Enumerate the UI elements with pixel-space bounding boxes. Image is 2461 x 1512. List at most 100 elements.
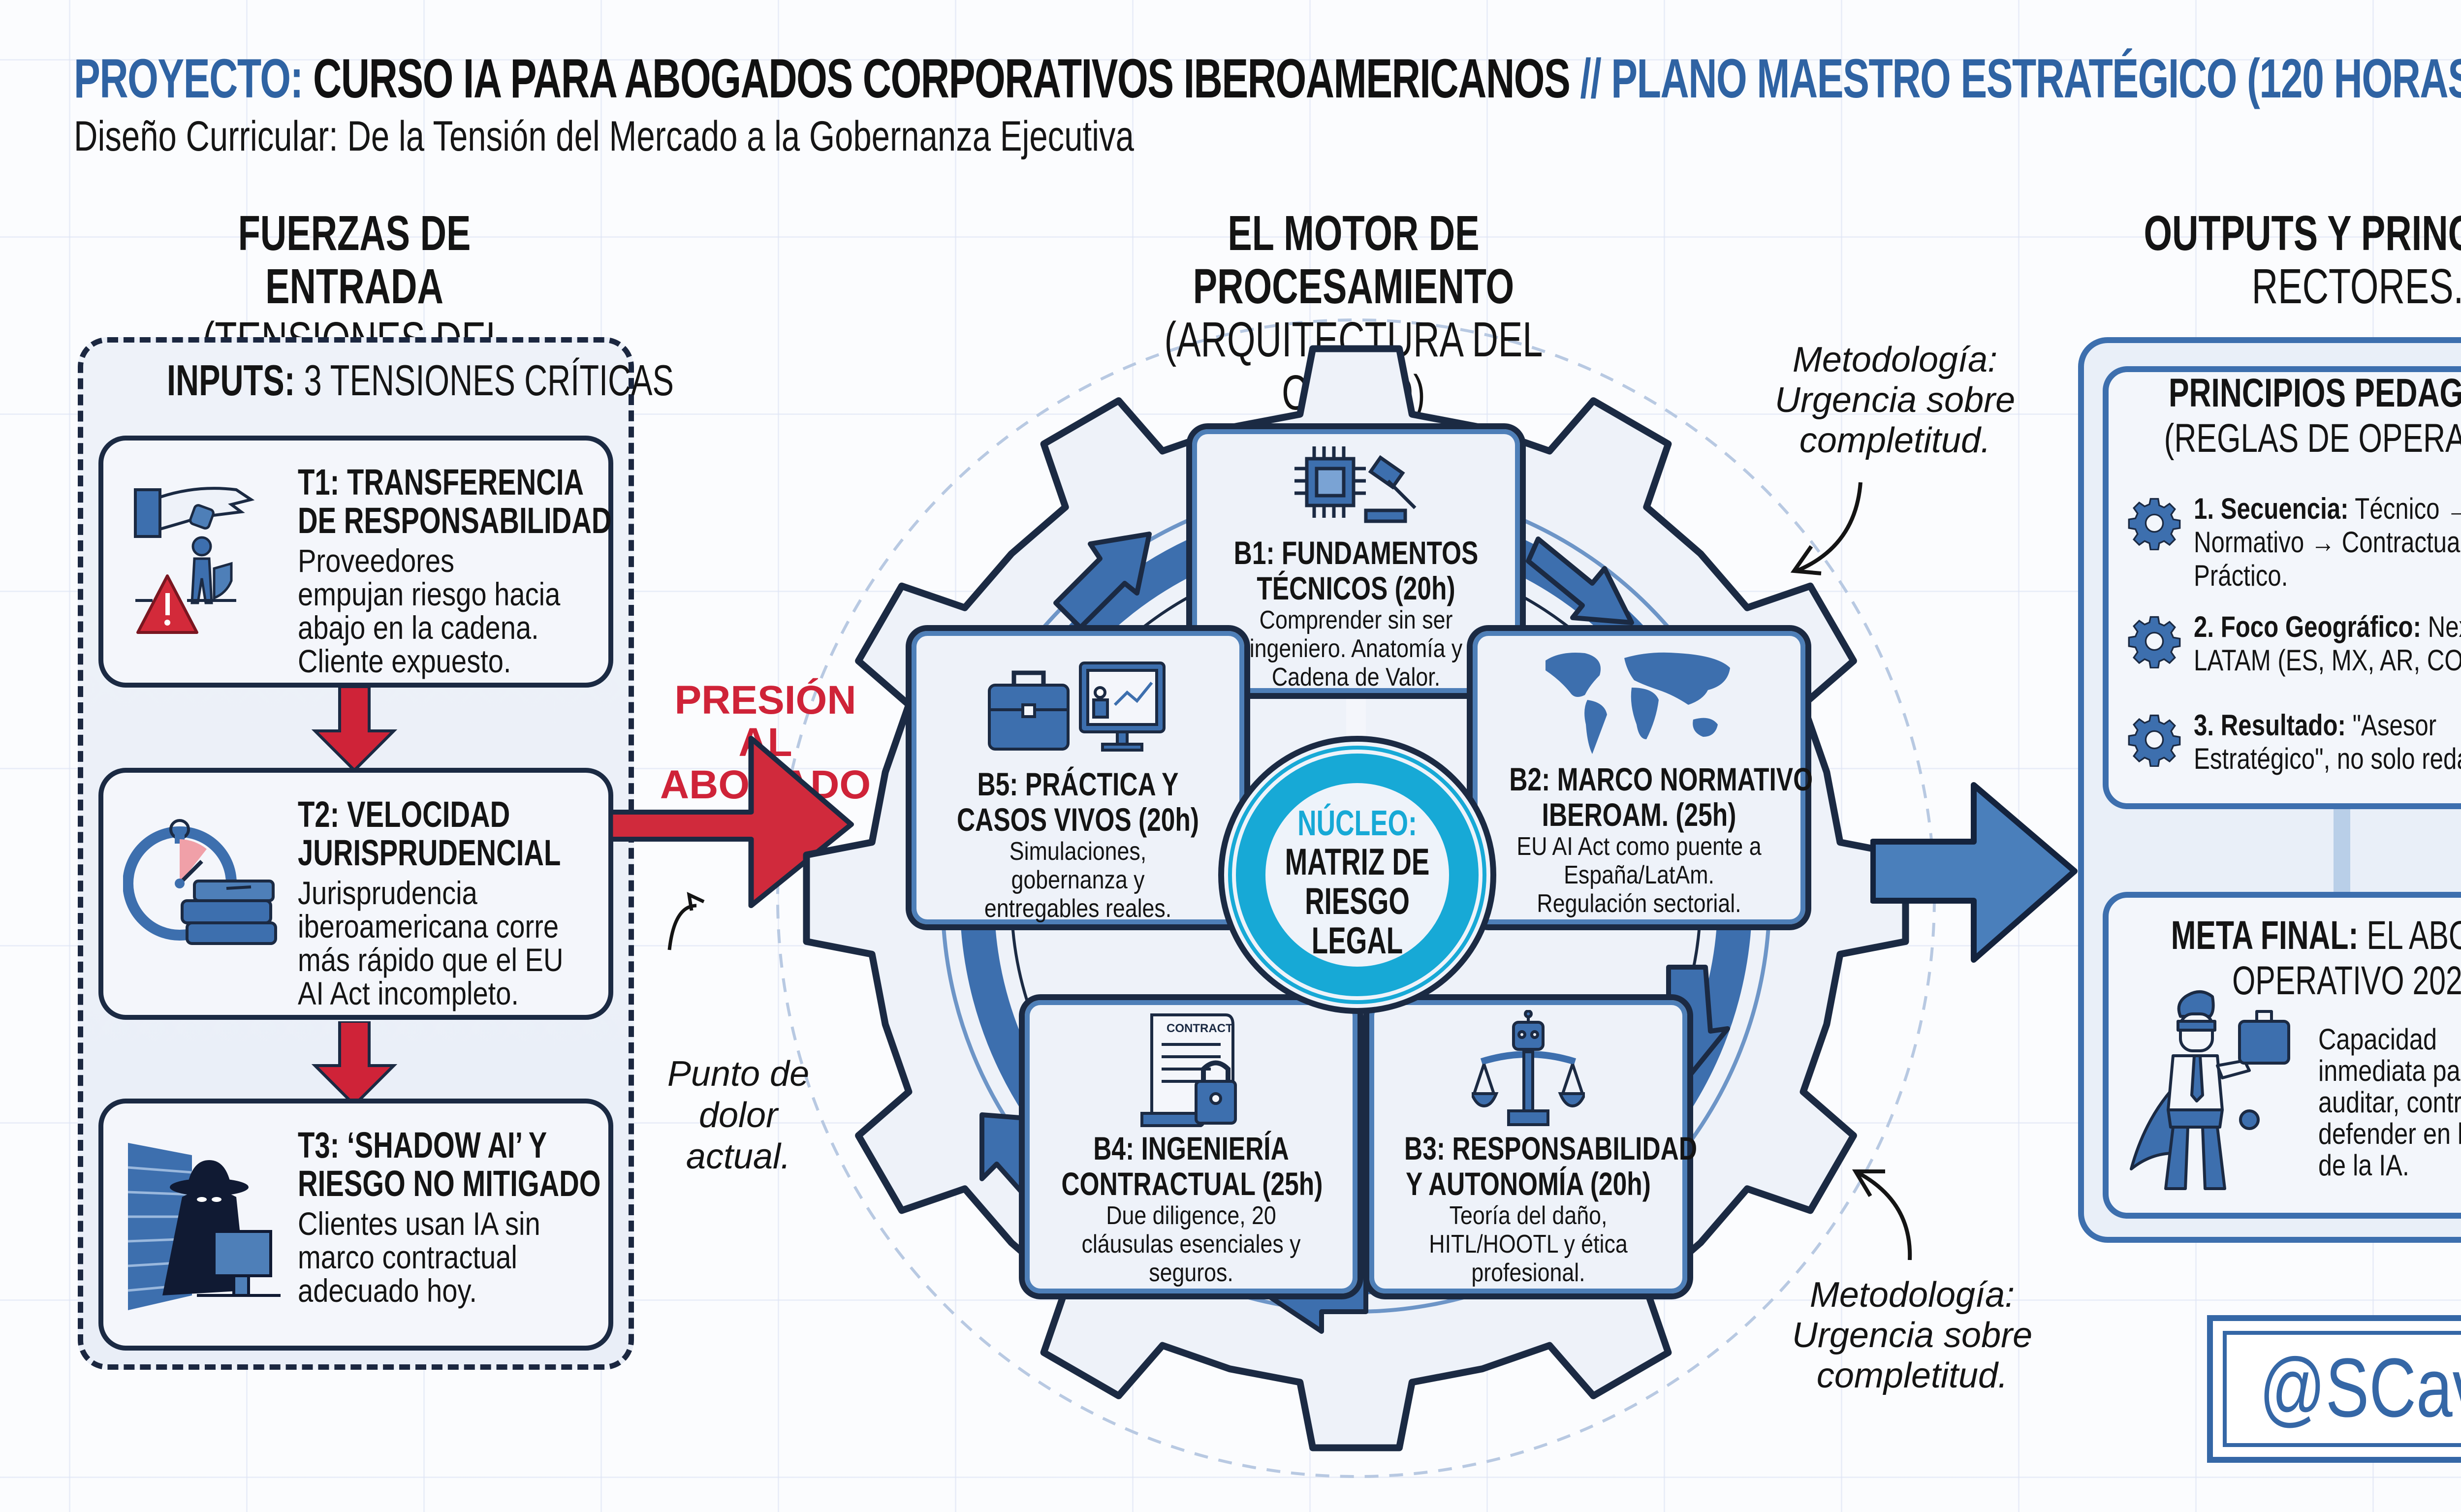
module-title: B2: MARCO NORMATIVO IBEROAM. (25h): [1509, 761, 1813, 833]
principle-label: 3. Resultado:: [2194, 709, 2346, 742]
module-title: B3: RESPONSABILIDAD Y AUTONOMÍA (20h): [1404, 1130, 1698, 1202]
final-goal-title: META FINAL: EL ABOGADO OPERATIVO 2025: [2103, 913, 2461, 1004]
methodology-note-top: Metodología: Urgencia sobre completitud.: [1757, 340, 2033, 461]
tension-title-line2: RIESGO NO MITIGADO: [298, 1163, 601, 1204]
module-title-line1: B1: FUNDAMENTOS: [1233, 535, 1479, 571]
arrow-b5-to-b1: [1053, 532, 1152, 630]
method-note-line1: Metodología:: [1809, 1275, 2015, 1315]
core-title-line2: RIESGO: [1305, 881, 1410, 922]
stopwatch-books-icon: [123, 819, 277, 945]
module-title-line2: CONTRACTUAL (25h): [1061, 1166, 1323, 1202]
inputs-title-rest: 3 TENSIONES CRÍTICAS: [304, 356, 674, 405]
tension-title-line2: DE RESPONSABILIDAD: [298, 500, 612, 541]
module-description: Teoría del daño, HITL/HOOTL y ética prof…: [1429, 1201, 1628, 1287]
final-goal-title-rest: EL ABOGADO: [2366, 913, 2461, 958]
tension-title-line1: T2: VELOCIDAD: [298, 794, 510, 835]
author-handle-inner-border: [2223, 1331, 2461, 1447]
method-note-line3: completitud.: [1799, 421, 1991, 460]
tension-body: Jurisprudencia iberoamericana corre más …: [298, 875, 564, 1011]
curved-arrow-icon: [1790, 482, 1862, 575]
shadow-hacker-icon: [127, 1143, 281, 1310]
gear-icon: [2128, 616, 2181, 668]
chip-gavel-icon: [1294, 446, 1417, 523]
tension-title-line2: JURISPRUDENCIAL: [298, 832, 561, 873]
final-goal-label: META FINAL:: [2171, 913, 2359, 958]
tension-title: T3: ‘SHADOW AI’ Y RIESGO NO MITIGADO: [298, 1125, 601, 1204]
core-title-line1: MATRIZ DE: [1285, 841, 1430, 883]
method-note-line3: completitud.: [1816, 1356, 2008, 1395]
method-note-line2: Urgencia sobre: [1792, 1316, 2033, 1355]
principle-item: 3. Resultado: "Asesor Estratégico", no s…: [2127, 709, 2461, 822]
principles-title-line1: PRINCIPIOS PEDAGÓGICOS: [2168, 371, 2461, 415]
output-arrow-icon: [1870, 782, 2078, 963]
method-note-line1: Metodología:: [1792, 340, 1998, 379]
briefcase-monitor-icon: [988, 662, 1166, 752]
module-description: Simulaciones, gobernanza y entregables r…: [984, 837, 1172, 923]
tension-title-line1: T1: TRANSFERENCIA: [298, 462, 584, 503]
module-title-line1: B5: PRÁCTICA Y: [977, 766, 1179, 802]
methodology-note-bottom: Metodología: Urgencia sobre completitud.: [1774, 1275, 2050, 1396]
pressure-label-line1: PRESIÓN: [674, 678, 856, 723]
final-goal-description: Capacidad inmediata para auditar, contra…: [2318, 1023, 2461, 1182]
module-title-line1: B4: INGENIERÍA: [1093, 1130, 1289, 1166]
module-title: B1: FUNDAMENTOS TÉCNICOS (20h): [1228, 535, 1483, 606]
inputs-heading-bold: FUERZAS DE ENTRADA: [238, 206, 471, 314]
module-title-line2: TÉCNICOS (20h): [1257, 570, 1455, 606]
principle-text: "Asesor Estratégico", no solo redactor.: [2194, 709, 2461, 775]
module-title-line2: CASOS VIVOS (20h): [956, 801, 1199, 838]
tension-title: T1: TRANSFERENCIA DE RESPONSABILIDAD: [298, 462, 612, 541]
module-block-b3: B3: RESPONSABILIDAD Y AUTONOMÍA (20h) Te…: [1363, 994, 1698, 1299]
module-title: B4: INGENIERÍA CONTRACTUAL (25h): [1061, 1130, 1323, 1202]
principles-title: PRINCIPIOS PEDAGÓGICOS (REGLAS DE OPERAC…: [2103, 367, 2461, 461]
page-title: PROYECTO: CURSO IA PARA ABOGADOS CORPORA…: [74, 47, 2461, 110]
module-title-line1: B3: RESPONSABILIDAD: [1404, 1130, 1698, 1166]
tension-title-line1: T3: ‘SHADOW AI’ Y: [298, 1125, 547, 1166]
module-description: Due diligence, 20 cláusulas esenciales y…: [1081, 1201, 1301, 1287]
core-title: MATRIZ DE RIESGO LEGAL: [1262, 843, 1453, 961]
pain-point-note: Punto de dolor actual.: [655, 1053, 822, 1177]
liability-transfer-icon: [134, 487, 255, 634]
core-label: NÚCLEO:: [1297, 804, 1417, 843]
module-block-b2: B2: MARCO NORMATIVO IBEROAM. (25h) EU AI…: [1467, 625, 1813, 930]
outputs-heading-bold: OUTPUTS Y PRINCIPIOS: [2144, 206, 2461, 261]
core-risk-matrix: NÚCLEO: MATRIZ DE RIESGO LEGAL: [1218, 736, 1496, 1014]
principles-to-goal-connector: [2334, 809, 2350, 893]
gear-icon: [2128, 714, 2181, 767]
module-title-line2: Y AUTONOMÍA (20h): [1406, 1166, 1651, 1202]
pain-note-line2: dolor: [698, 1096, 778, 1135]
principle-item: 1. Secuencia: Técnico → Normativo → Cont…: [2127, 492, 2461, 605]
module-block-b5: B5: PRÁCTICA Y CASOS VIVOS (20h) Simulac…: [906, 625, 1250, 930]
title-suffix: // PLANO MAESTRO ESTRATÉGICO (120 HORAS): [1580, 48, 2461, 109]
outputs-heading-light: RECTORES.: [2251, 259, 2461, 314]
title-main: CURSO IA PARA ABOGADOS CORPORATIVOS IBER…: [313, 48, 1571, 109]
principle-item: 2. Foco Geográfico: Nexo EU-LATAM (ES, M…: [2127, 610, 2461, 724]
method-note-line2: Urgencia sobre: [1774, 380, 2016, 420]
tension-body: Clientes usan IA sin marco contractual a…: [298, 1205, 540, 1309]
world-map-icon: [1546, 652, 1730, 754]
pressure-arrow-icon: [610, 736, 854, 950]
pain-note-line3: actual.: [686, 1137, 791, 1176]
tension-body: Proveedores empujan riesgo hacia abajo e…: [298, 542, 561, 679]
module-description: Comprender sin ser ingeniero. Anatomía y…: [1249, 606, 1463, 692]
principle-label: 2. Foco Geográfico:: [2194, 610, 2422, 643]
module-title-line2: IBEROAM. (25h): [1542, 796, 1736, 833]
contract-lock-icon: CONTRACT: [1140, 1013, 1237, 1127]
page-subtitle: Diseño Curricular: De la Tensión del Mer…: [74, 113, 1134, 160]
principles-title-line2: (REGLAS DE OPERACIÓN): [2164, 416, 2461, 461]
module-block-b4: CONTRACT B4: INGENIERÍA CONTRACTUAL (25h…: [1019, 994, 1363, 1299]
principle-text: Técnico → Normativo → Contractual → Prác…: [2194, 492, 2461, 592]
contract-icon-label: CONTRACT: [1167, 1022, 1233, 1035]
engine-heading-bold: EL MOTOR DE PROCESAMIENTO: [1193, 206, 1514, 314]
author-handle-badge: @SCavanna: [2207, 1315, 2461, 1463]
principle-text: Nexo EU-LATAM (ES, MX, AR, CO, CL).: [2194, 610, 2461, 677]
robot-scales-icon: [1469, 1009, 1587, 1126]
arrow-b1-to-b2: [1526, 536, 1634, 625]
tension-title: T2: VELOCIDAD JURISPRUDENCIAL: [298, 794, 561, 873]
tension-card-t3: T3: ‘SHADOW AI’ Y RIESGO NO MITIGADO Cli…: [98, 1099, 613, 1351]
tension-card-t1: T1: TRANSFERENCIA DE RESPONSABILIDAD Pro…: [98, 436, 613, 688]
pain-note-line1: Punto de: [667, 1054, 810, 1094]
tension-card-t2: T2: VELOCIDAD JURISPRUDENCIAL Jurisprude…: [98, 768, 613, 1020]
down-arrow-icon: [311, 1021, 398, 1107]
final-goal-title-line2: OPERATIVO 2025: [2232, 958, 2461, 1003]
module-title: B5: PRÁCTICA Y CASOS VIVOS (20h): [948, 766, 1207, 837]
